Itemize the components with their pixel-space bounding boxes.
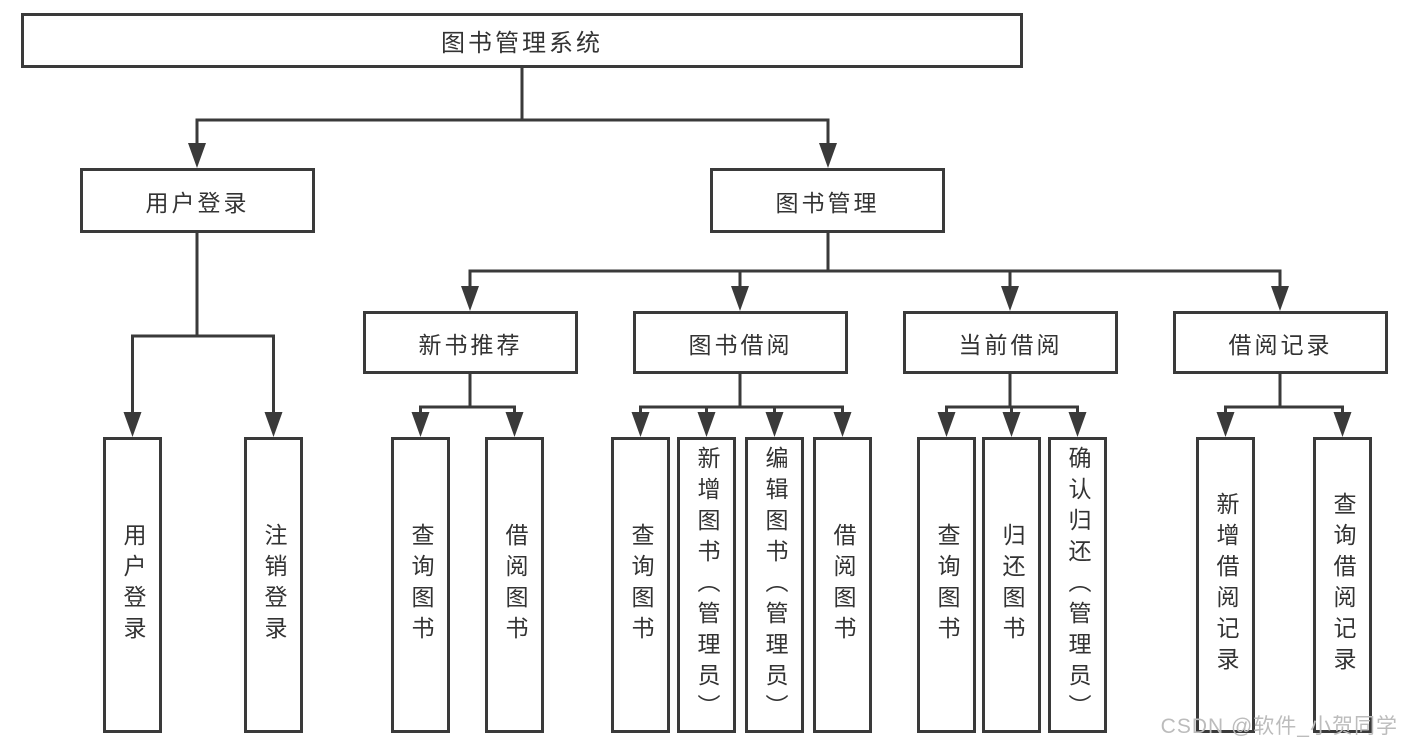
connector-book-mgmt: [468, 233, 1282, 296]
leaf-query-books-borrow: 查询图书: [611, 437, 670, 733]
leaf-borrow-books-newrec-label: 借阅图书: [502, 523, 528, 647]
leaf-borrow-books: 借阅图书: [813, 437, 872, 733]
arrowheads-level3: [461, 286, 1289, 311]
leaf-edit-book-admin: 编辑图书（管理员）: [745, 437, 804, 733]
node-book-management: 图书管理: [710, 168, 945, 233]
leaf-confirm-return-admin-label: 确认归还（管理员）: [1065, 445, 1091, 725]
leaf-add-borrow-record-label: 新增借阅记录: [1213, 492, 1239, 678]
leaf-logout: 注销登录: [244, 437, 303, 733]
node-current-borrowing-label: 当前借阅: [958, 331, 1063, 358]
leaf-query-borrow-record-label: 查询借阅记录: [1330, 492, 1356, 678]
node-user-login: 用户登录: [80, 168, 315, 233]
leaf-return-book-label: 归还图书: [999, 523, 1025, 647]
node-borrow-records-label: 借阅记录: [1228, 331, 1333, 358]
leaf-query-books-newrec-label: 查询图书: [408, 523, 434, 647]
leaf-logout-label: 注销登录: [261, 523, 287, 647]
node-root-label: 图书管理系统: [441, 30, 603, 57]
node-current-borrowing: 当前借阅: [903, 311, 1118, 374]
leaf-borrow-books-label: 借阅图书: [830, 523, 856, 647]
node-book-borrowing-label: 图书借阅: [688, 331, 793, 358]
connector-user-login: [131, 233, 275, 422]
leaf-add-book-admin: 新增图书（管理员）: [677, 437, 736, 733]
node-root: 图书管理系统: [21, 13, 1023, 68]
leaf-query-borrow-record: 查询借阅记录: [1313, 437, 1372, 733]
arrowheads-leaves: [123, 412, 1352, 437]
leaf-user-login-label: 用户登录: [120, 523, 146, 647]
connector-leaf-groups: [419, 374, 1344, 422]
node-new-book-recommend-label: 新书推荐: [418, 331, 523, 358]
leaf-query-books-current-label: 查询图书: [934, 523, 960, 647]
leaf-query-books-current: 查询图书: [917, 437, 976, 733]
leaf-add-book-admin-label: 新增图书（管理员）: [694, 445, 720, 725]
leaf-edit-book-admin-label: 编辑图书（管理员）: [762, 445, 788, 725]
leaf-confirm-return-admin: 确认归还（管理员）: [1048, 437, 1107, 733]
node-user-login-label: 用户登录: [145, 189, 250, 216]
node-book-management-label: 图书管理: [775, 189, 880, 216]
node-borrow-records: 借阅记录: [1173, 311, 1388, 374]
leaf-user-login: 用户登录: [103, 437, 162, 733]
leaf-return-book: 归还图书: [982, 437, 1041, 733]
leaf-query-books-borrow-label: 查询图书: [628, 523, 654, 647]
leaf-borrow-books-newrec: 借阅图书: [485, 437, 544, 733]
node-book-borrowing: 图书借阅: [633, 311, 848, 374]
arrowheads-level2: [188, 143, 837, 168]
node-new-book-recommend: 新书推荐: [363, 311, 578, 374]
csdn-watermark: CSDN @软件_小贺同学: [1160, 715, 1398, 738]
connector-root: [195, 68, 830, 150]
leaf-query-books-newrec: 查询图书: [391, 437, 450, 733]
leaf-add-borrow-record: 新增借阅记录: [1196, 437, 1255, 733]
